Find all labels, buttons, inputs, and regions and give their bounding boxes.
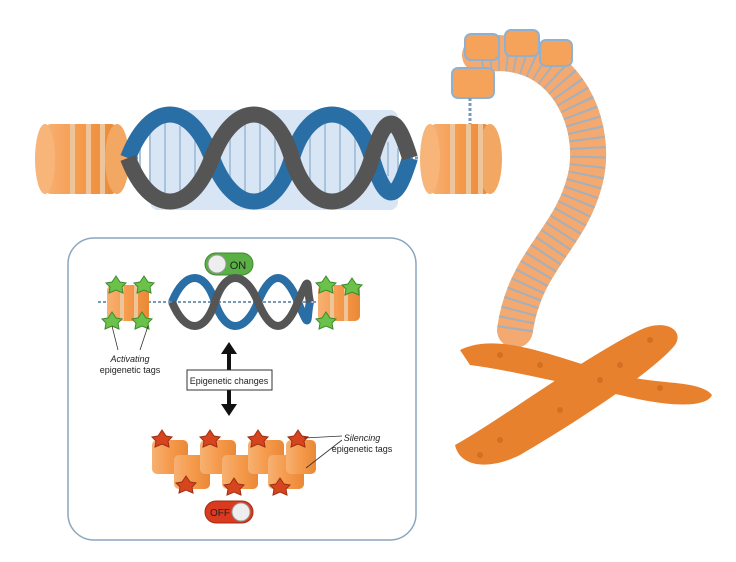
chromatin-fiber [451,29,607,348]
silencing-label-line2: epigenetic tags [332,444,393,454]
chromosome [455,325,712,465]
toggle-off[interactable]: OFF [204,500,254,524]
chromosome-arm-2 [455,325,678,465]
toggle-off-label: OFF [210,508,230,519]
solenoid-coils [451,29,573,124]
histone-right [420,124,502,194]
toggle-on-label: ON [230,260,247,272]
silencing-tags [150,429,310,496]
silencing-label: Silencing epigenetic tags [303,433,393,469]
inset-panel: ON [67,237,417,541]
dna-double-helix [120,106,418,210]
active-dna-helix [168,274,314,330]
histone-left [35,124,129,194]
active-chromatin [98,274,364,330]
active-histone-left [107,285,149,321]
activating-tags [100,275,364,330]
epigenetic-changes-label: Epigenetic changes [190,376,269,386]
silenced-histones [152,440,316,489]
silenced-chromatin [150,429,316,496]
activating-label-line2: epigenetic tags [100,365,161,375]
epigenetic-changes-box: Epigenetic changes [186,369,273,391]
activating-label-line1: Activating [109,354,149,364]
top-dna-strand [35,106,502,210]
silencing-label-line1: Silencing [344,433,381,443]
activating-label: Activating epigenetic tags [100,325,161,375]
toggle-on[interactable]: ON [204,252,254,276]
active-histone-right [318,285,360,321]
